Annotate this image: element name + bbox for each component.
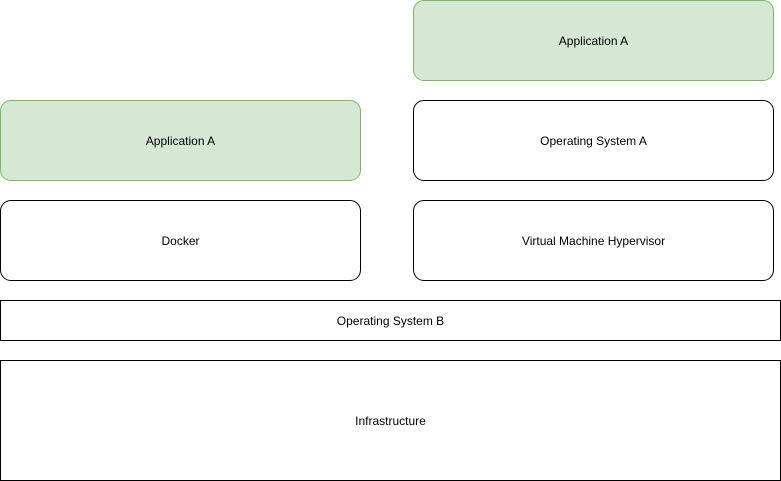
- operating-system-a-label: Operating System A: [540, 133, 647, 148]
- vm-application-a-box: Application A: [413, 0, 774, 81]
- hypervisor-box: Virtual Machine Hypervisor: [413, 200, 774, 281]
- vm-application-a-label: Application A: [558, 33, 629, 48]
- infrastructure-label: Infrastructure: [355, 413, 426, 428]
- docker-application-a-box: Application A: [0, 100, 361, 181]
- docker-label: Docker: [161, 233, 200, 248]
- operating-system-b-box: Operating System B: [0, 300, 781, 341]
- operating-system-a-box: Operating System A: [413, 100, 774, 181]
- docker-application-a-label: Application A: [145, 133, 216, 148]
- docker-box: Docker: [0, 200, 361, 281]
- hypervisor-label: Virtual Machine Hypervisor: [521, 233, 666, 248]
- infrastructure-box: Infrastructure: [0, 360, 781, 481]
- operating-system-b-label: Operating System B: [336, 313, 445, 328]
